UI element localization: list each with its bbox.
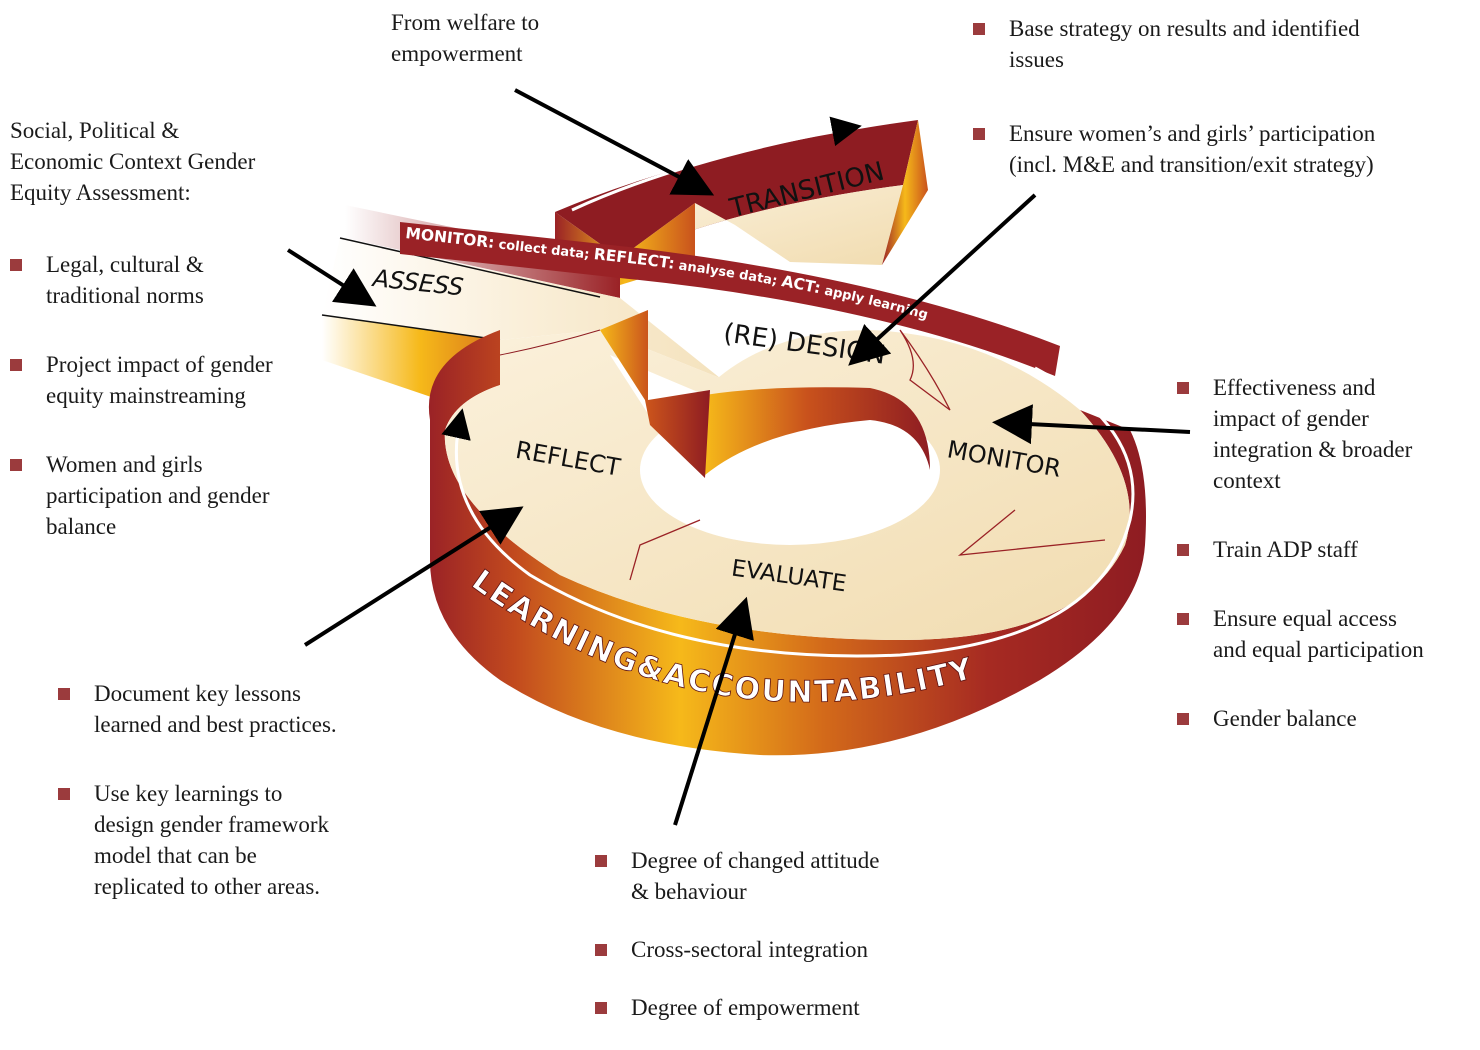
bullet-item: Gender balance: [1177, 703, 1477, 734]
arrow-to-assess: [286, 248, 377, 307]
bullet-item: Project impact of gender equity mainstre…: [10, 349, 340, 411]
bullet-square-icon: [58, 688, 70, 700]
bullet-item: Degree of empowerment: [595, 992, 975, 1023]
bullet-item: Ensure equal access and equal participat…: [1177, 603, 1477, 665]
bullet-square-icon: [10, 459, 22, 471]
bullet-item: Women and girls participation and gender…: [10, 449, 340, 542]
bullet-square-icon: [1177, 613, 1189, 625]
bullet-item: Document key lessons learned and best pr…: [58, 678, 418, 740]
top-note: From welfare to empowerment: [391, 10, 540, 66]
bullet-square-icon: [1177, 713, 1189, 725]
arrow-to-monitor: [992, 404, 1191, 445]
bullet-square-icon: [595, 855, 607, 867]
bullet-item: Train ADP staff: [1177, 534, 1477, 565]
arrow-to-reflect: [303, 506, 524, 647]
bullet-item: Use key learnings to design gender frame…: [58, 778, 418, 902]
bullet-square-icon: [1177, 382, 1189, 394]
arrow-to-redesign: [848, 193, 1037, 366]
bullet-square-icon: [10, 259, 22, 271]
bullet-item: Base strategy on results and identified …: [973, 13, 1473, 75]
ring-wall: [428, 330, 1146, 756]
bullet-item: Effectiveness and impact of gender integ…: [1177, 372, 1477, 496]
bullet-square-icon: [10, 359, 22, 371]
pointer-arrows: [286, 88, 1191, 826]
assess-bullets: Legal, cultural & traditional norms Proj…: [10, 249, 340, 542]
bullet-square-icon: [58, 788, 70, 800]
arrow-to-evaluate: [673, 596, 754, 826]
monitor-bullets: Effectiveness and impact of gender integ…: [1177, 372, 1477, 734]
left-heading: Social, Political & Economic Context Gen…: [10, 118, 256, 205]
bullet-square-icon: [973, 23, 985, 35]
ring-top: [444, 310, 1130, 640]
bullet-item: Degree of changed attitude & behaviour: [595, 845, 975, 907]
bullet-square-icon: [595, 944, 607, 956]
bullet-square-icon: [973, 128, 985, 140]
bullet-item: Legal, cultural & traditional norms: [10, 249, 340, 311]
cycle-arrow-line: [441, 366, 1135, 658]
bullet-item: Cross-sectoral integration: [595, 934, 975, 965]
evaluate-bullets: Degree of changed attitude & behaviour C…: [595, 845, 975, 1023]
bullet-square-icon: [1177, 544, 1189, 556]
bullet-square-icon: [595, 1002, 607, 1014]
bullet-item: Ensure women’s and girls’ participation …: [973, 118, 1473, 180]
arrow-to-transition: [514, 88, 715, 196]
design-bullets: Base strategy on results and identified …: [973, 13, 1473, 180]
reflect-bullets: Document key lessons learned and best pr…: [58, 678, 418, 902]
